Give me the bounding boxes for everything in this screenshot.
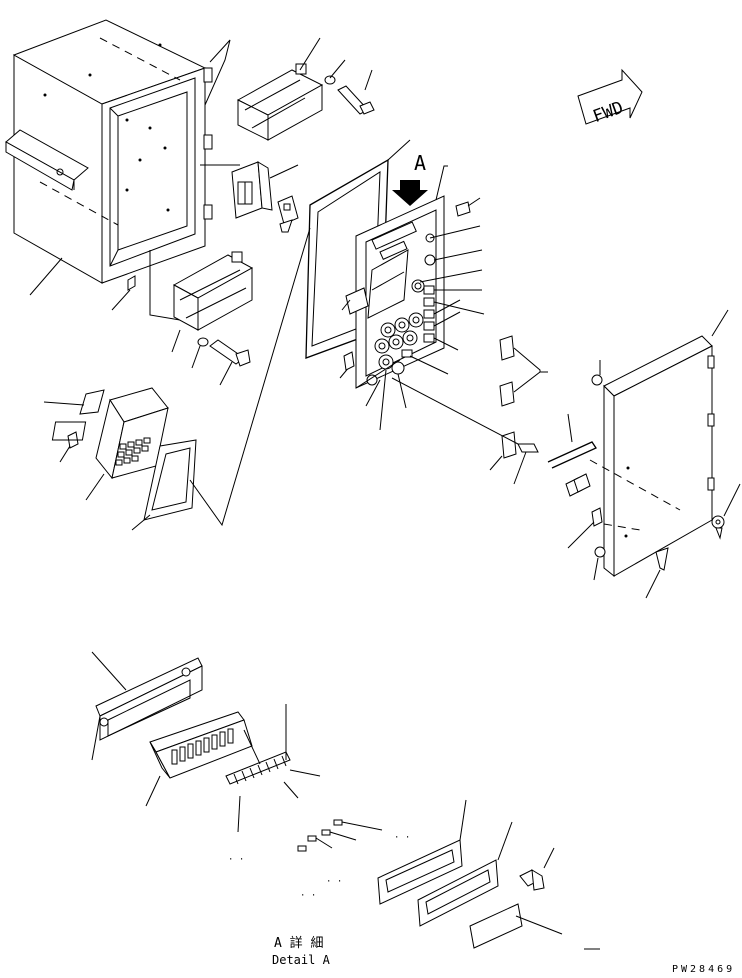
- panel-screw: [455, 197, 481, 217]
- cover-plate-a: [377, 799, 467, 905]
- detail-a-bracket: [91, 651, 203, 761]
- spare-fuses: · · · · · · · ·: [228, 819, 410, 901]
- detail-screw: [519, 847, 555, 891]
- cover-lock: [603, 483, 741, 599]
- detail-arrow-icon: [392, 180, 428, 206]
- cover-plate-b: [417, 821, 513, 927]
- small-relay: [231, 161, 299, 219]
- relay-bracket-top: [236, 37, 324, 141]
- detail-caption-en: Detail A: [272, 953, 331, 967]
- relay-bracket-bottom: [171, 251, 254, 353]
- detail-marker-label: A: [414, 151, 426, 175]
- drawing-code: PW28469: [672, 964, 735, 974]
- detail-caption-jp: A 詳 細: [274, 935, 323, 951]
- fuse-box: [145, 711, 253, 807]
- enclosure-box: [5, 19, 213, 311]
- svg-text:· ·: · ·: [300, 891, 316, 901]
- washer-and-bolt-bottom: [191, 337, 251, 386]
- panel-clip: [343, 351, 355, 371]
- clip-small: [59, 431, 79, 463]
- detail-a-marker: A: [392, 151, 428, 206]
- fwd-arrow-sign: FWD: [577, 68, 643, 127]
- label-sheet: [43, 389, 105, 415]
- gasket-pad: [131, 227, 311, 531]
- cover-hinges: [565, 473, 603, 581]
- box-leaders: [149, 39, 240, 321]
- svg-text:· ·: · ·: [326, 877, 342, 887]
- svg-text:· ·: · ·: [228, 855, 244, 865]
- cover-rod: [547, 413, 681, 511]
- svg-text:· ·: · ·: [394, 833, 410, 843]
- washer-and-bolt-top: [324, 59, 375, 115]
- access-cover: [591, 309, 729, 578]
- latch-group: [391, 335, 548, 485]
- fuse-slots: [171, 728, 234, 765]
- switch-panel: [341, 195, 445, 389]
- caution-label: [469, 903, 600, 950]
- fuse-array: [225, 704, 321, 833]
- monitor-panel: [51, 387, 169, 501]
- panel-leaders: [339, 165, 485, 431]
- monitor-keypad: [115, 437, 151, 466]
- connector-plug: [277, 195, 299, 233]
